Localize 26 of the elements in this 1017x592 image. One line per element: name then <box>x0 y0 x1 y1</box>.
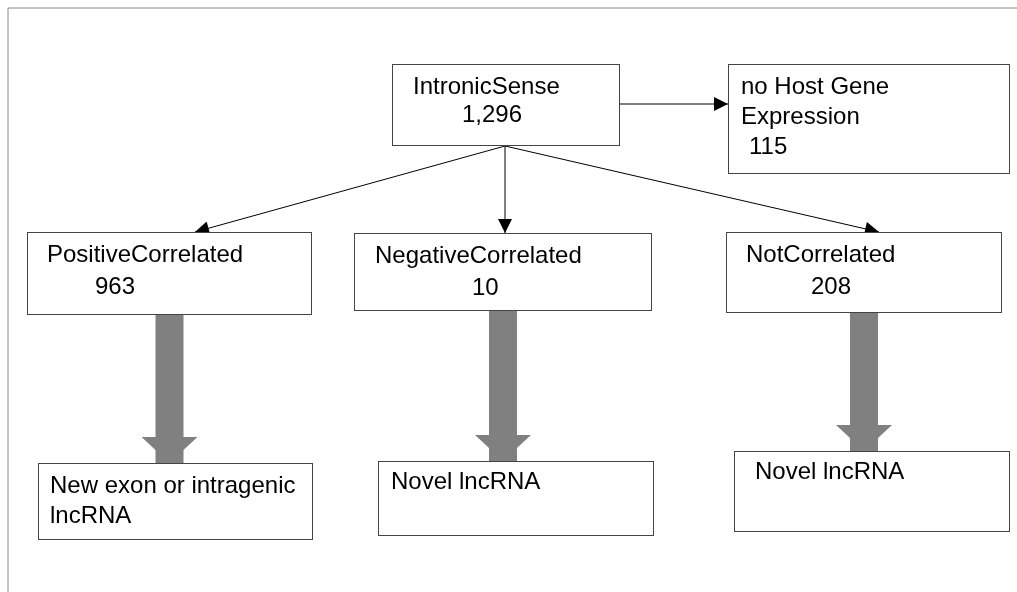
count-label: 115 <box>749 131 788 161</box>
process-box <box>392 64 620 146</box>
node-title: IntronicSense <box>413 71 560 101</box>
process-box <box>378 461 654 536</box>
process-box <box>728 64 1010 174</box>
process-box <box>734 451 1010 532</box>
block-arrow <box>141 315 198 463</box>
count-label: 208 <box>811 271 852 301</box>
arrow <box>619 97 729 111</box>
count-label: 10 <box>472 272 499 302</box>
node-title: NotCorrelated <box>746 239 896 269</box>
node-title: New exon or intragenic lncRNA <box>50 470 297 530</box>
node-title: Novel lncRNA <box>755 456 905 486</box>
count-label: 1,296 <box>462 99 523 129</box>
process-box <box>38 463 313 540</box>
process-box <box>354 233 652 311</box>
count-label: 963 <box>95 271 136 301</box>
block-arrow <box>475 311 531 461</box>
process-box <box>27 232 312 315</box>
block-arrow <box>836 313 892 451</box>
node-title: Novel lncRNA <box>391 466 541 496</box>
process-box <box>726 232 1002 313</box>
arrow <box>498 145 512 234</box>
node-title: PositiveCorrelated <box>47 239 244 269</box>
node-title: no Host Gene Expression <box>741 71 891 131</box>
node-title: NegativeCorrelated <box>375 240 582 270</box>
